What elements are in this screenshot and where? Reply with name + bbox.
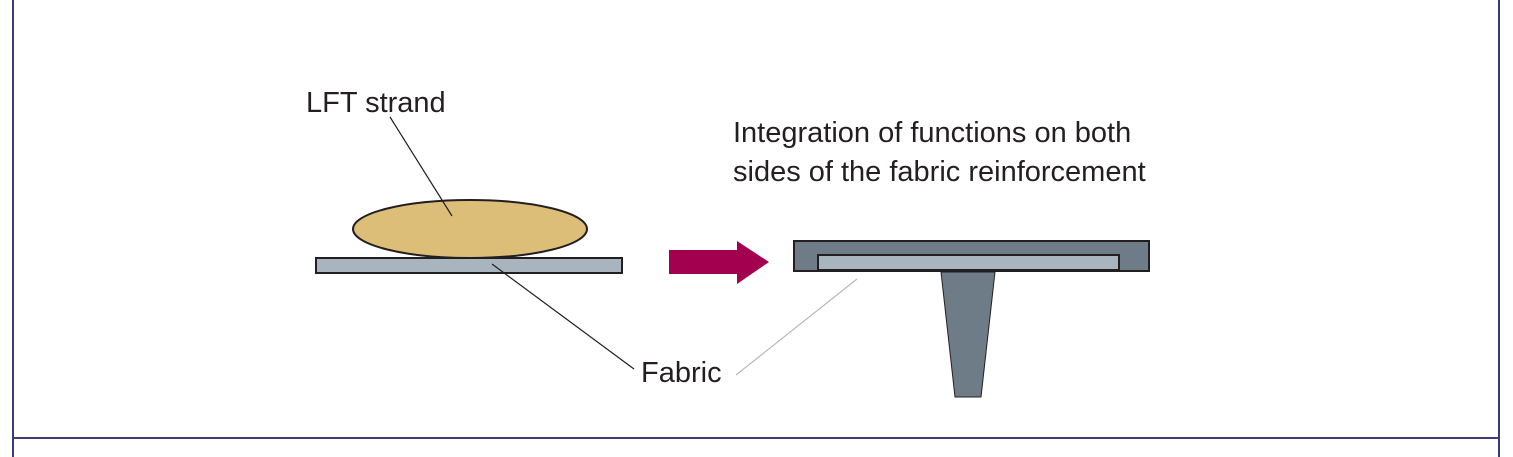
strand-leader-line [389, 116, 453, 217]
integration-label-line2: sides of the fabric reinforcement [733, 156, 1146, 188]
fabric-sheet [315, 257, 623, 274]
fabric-label: Fabric [641, 357, 722, 389]
right-arrow-icon [669, 241, 769, 284]
lft-strand-shape [352, 199, 588, 259]
integration-label-line1: Integration of functions on both [733, 117, 1131, 149]
embedded-fabric [817, 254, 1120, 271]
rib-shape [940, 271, 996, 398]
figure-frame [12, 0, 1500, 457]
lft-strand-label: LFT strand [306, 87, 446, 119]
fabric-leader-line-right [735, 278, 858, 376]
fabric-leader-line [491, 263, 635, 370]
